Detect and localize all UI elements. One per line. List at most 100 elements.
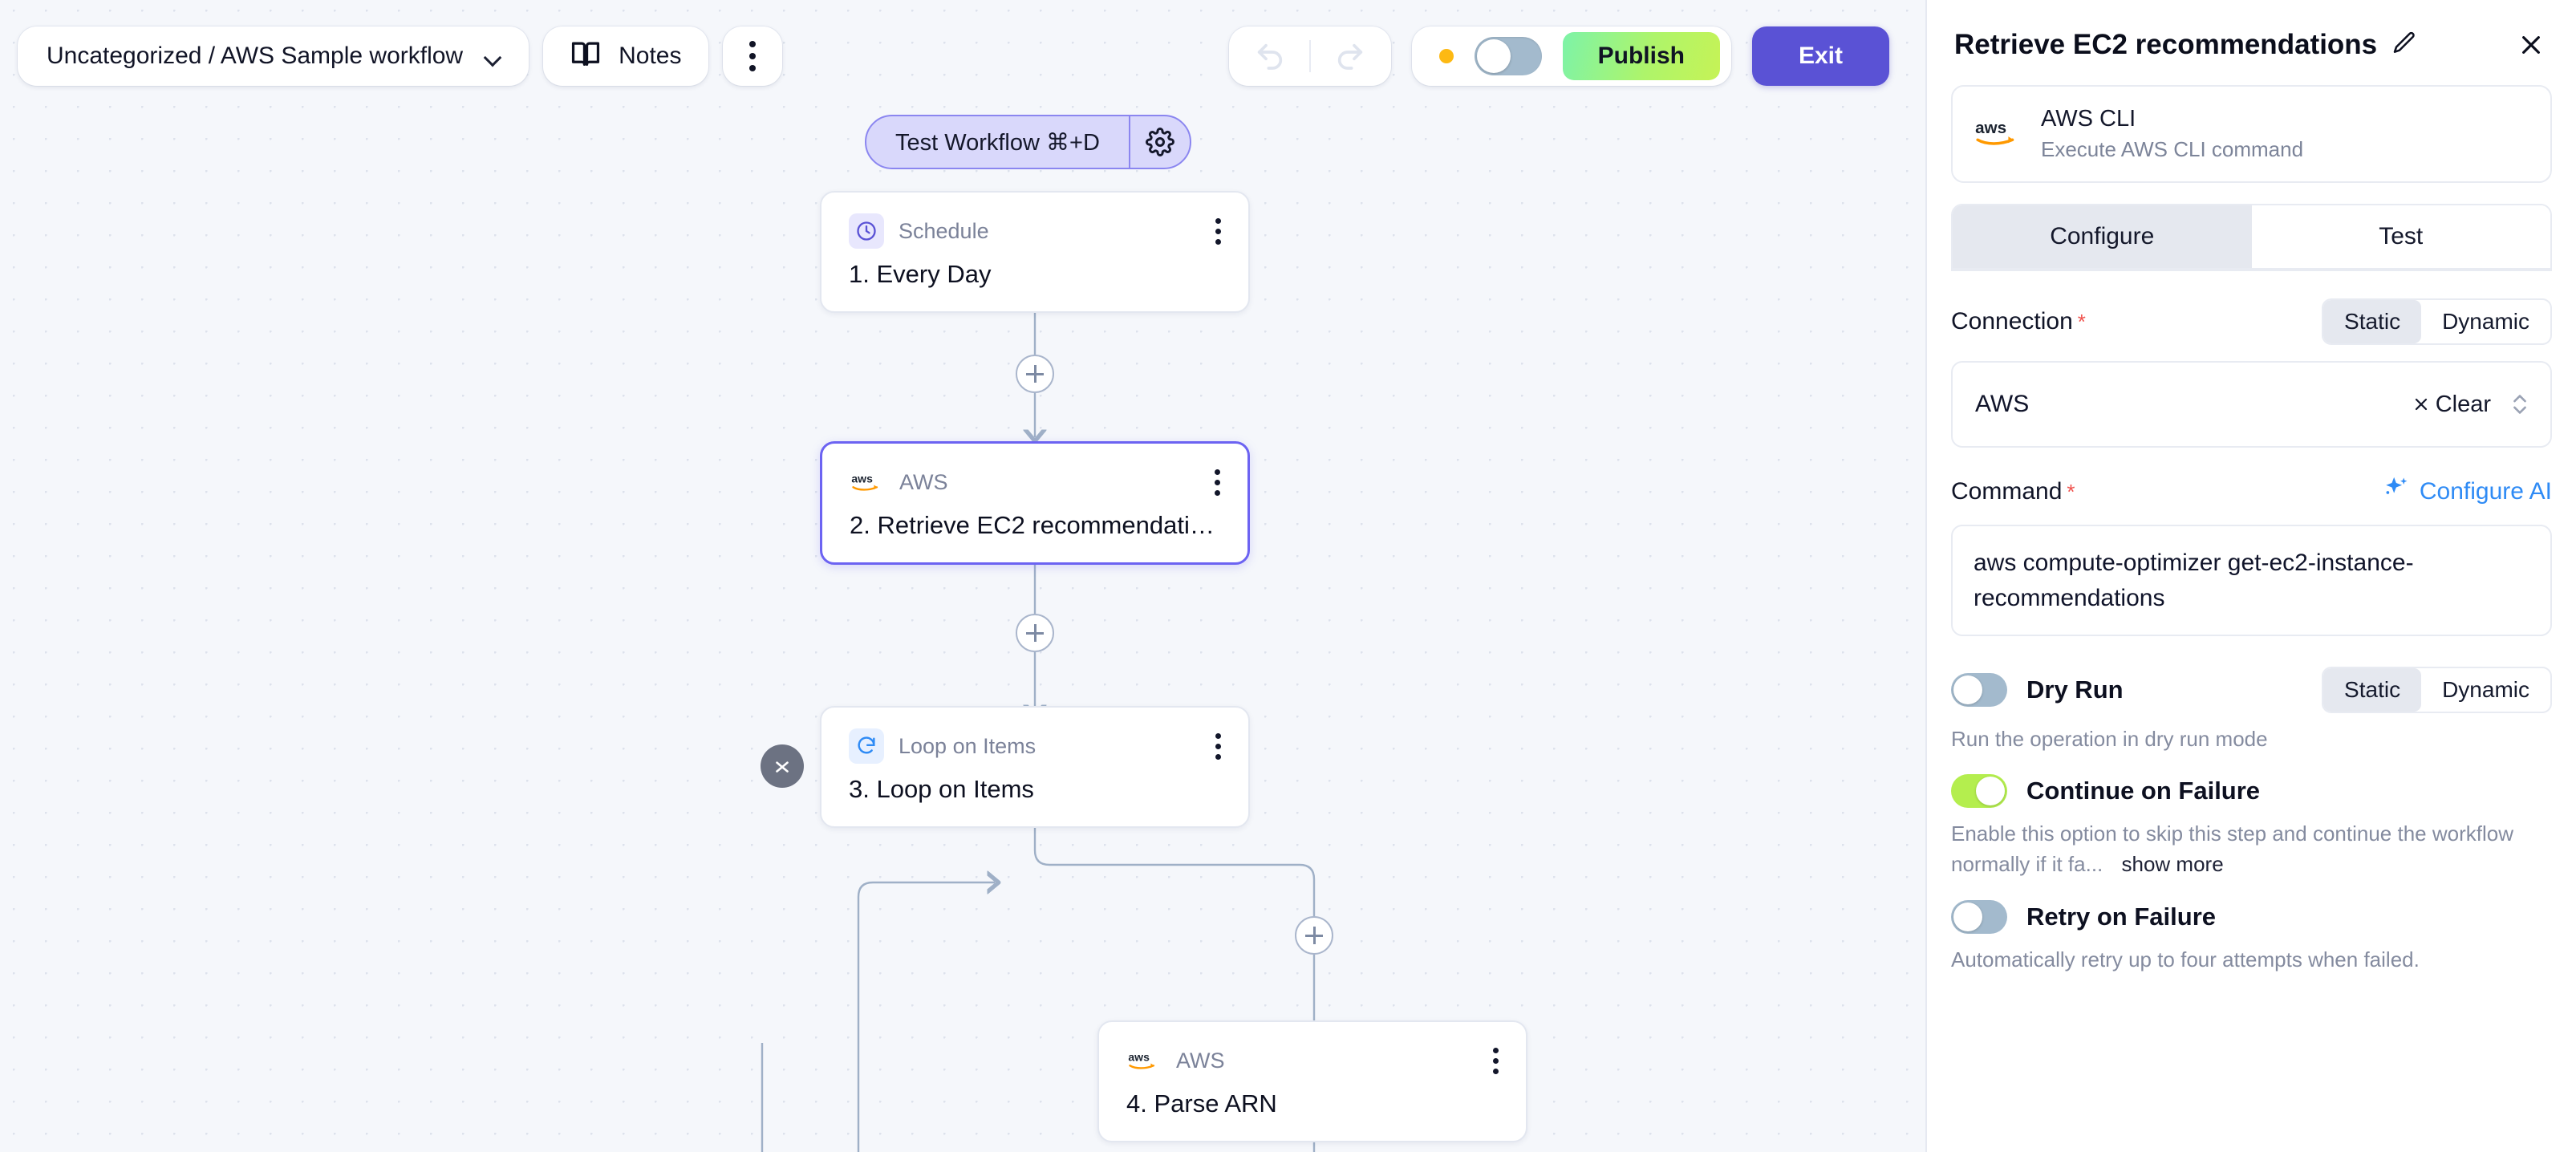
node-menu-button[interactable] (1490, 1045, 1502, 1077)
dry-run-label: Dry Run (2026, 675, 2124, 704)
add-step-button[interactable] (1295, 916, 1333, 955)
step-config-panel: Retrieve EC2 recommendations aws (1925, 0, 2576, 1152)
command-input[interactable]: aws compute-optimizer get-ec2-instance-r… (1951, 525, 2552, 637)
integration-name: AWS CLI (2041, 106, 2136, 132)
svg-text:aws: aws (1128, 1051, 1150, 1064)
clock-icon (849, 213, 884, 249)
connection-mode-static[interactable]: Static (2323, 300, 2422, 344)
connection-value: AWS (1975, 391, 2030, 418)
show-more-link[interactable]: show more (2121, 851, 2224, 876)
workflow-active-toggle[interactable] (1474, 37, 1542, 75)
test-button-divider (1128, 116, 1130, 168)
aws-logo-icon: aws (1974, 116, 2023, 153)
panel-tabs: Configure Test (1951, 204, 2552, 270)
node-type-label: Loop on Items (899, 733, 1036, 758)
dry-run-toggle[interactable] (1951, 673, 2007, 708)
workflow-name-label: Uncategorized / AWS Sample workflow (47, 43, 464, 69)
add-step-button[interactable] (1016, 614, 1054, 652)
node-menu-button[interactable] (1212, 730, 1224, 763)
chevron-up-down-icon[interactable] (2512, 391, 2528, 418)
tab-configure[interactable]: Configure (1953, 205, 2252, 269)
aws-logo-icon: aws (1126, 1043, 1162, 1078)
close-small-icon (2415, 399, 2427, 411)
continue-on-failure-row: Continue on Failure (1951, 774, 2552, 809)
add-step-button[interactable] (1016, 355, 1054, 393)
connection-mode-segmented: Static Dynamic (2322, 298, 2552, 346)
workflow-name-dropdown[interactable]: Uncategorized / AWS Sample workflow (18, 26, 529, 86)
retry-on-failure-row: Retry on Failure (1951, 900, 2552, 935)
dry-run-row: Dry Run Static Dynamic (1951, 667, 2552, 714)
node-title: 2. Retrieve EC2 recommendati… (850, 511, 1215, 539)
node-header: Schedule (821, 193, 1248, 249)
dry-run-mode-dynamic[interactable]: Dynamic (2442, 677, 2529, 703)
node-type-label: AWS (1176, 1048, 1225, 1073)
configure-ai-button[interactable]: Configure AI (2383, 475, 2552, 509)
required-marker: * (2077, 309, 2086, 334)
configure-ai-label: Configure AI (2419, 478, 2552, 505)
pencil-icon[interactable] (2391, 30, 2417, 60)
node-menu-button[interactable] (1212, 215, 1224, 248)
panel-header: Retrieve EC2 recommendations (1927, 0, 2576, 63)
retry-on-failure-toggle[interactable] (1951, 900, 2007, 935)
notes-button[interactable]: Notes (543, 26, 709, 86)
page-title: Retrieve EC2 recommendations (1954, 29, 2378, 60)
redo-button[interactable] (1332, 38, 1369, 75)
sparkle-icon (2383, 475, 2410, 509)
required-marker: * (2067, 479, 2075, 504)
retry-on-failure-help: Automatically retry up to four attempts … (1951, 947, 2420, 972)
node-type-label: AWS (899, 469, 948, 494)
svg-text:aws: aws (851, 473, 873, 485)
node-title: 1. Every Day (849, 260, 992, 288)
continue-on-failure-help-text: Enable this option to skip this step and… (1951, 821, 2513, 876)
test-workflow-label: Test Workflow ⌘+D (895, 129, 1100, 156)
workflow-canvas[interactable]: Uncategorized / AWS Sample workflow Note… (0, 0, 1921, 1152)
integration-description: Execute AWS CLI command (2041, 137, 2304, 162)
connection-field-header: Connection * Static Dynamic (1951, 298, 2552, 346)
dry-run-mode-segmented: Static Dynamic (2322, 667, 2552, 714)
command-label: Command (1951, 478, 2063, 505)
workflow-edges (761, 297, 1316, 1152)
continue-on-failure-help: Enable this option to skip this step and… (1951, 819, 2552, 879)
toolbar-divider (1308, 40, 1311, 72)
node-title: 3. Loop on Items (849, 775, 1034, 803)
workflow-node-aws-retrieve-ec2[interactable]: aws AWS 2. Retrieve EC2 recommendati… (820, 441, 1250, 565)
connection-mode-dynamic[interactable]: Dynamic (2442, 309, 2529, 335)
tabs-underline (1951, 270, 2552, 272)
publish-group: Publish (1411, 26, 1731, 86)
workflow-node-loop-on-items[interactable]: Loop on Items 3. Loop on Items (820, 706, 1250, 828)
test-settings-button[interactable] (1130, 116, 1190, 168)
notes-label: Notes (619, 43, 682, 69)
integration-meta: AWS CLI Execute AWS CLI command (2041, 104, 2303, 164)
node-header: aws AWS (822, 444, 1247, 500)
publish-button[interactable]: Publish (1562, 32, 1720, 80)
book-icon (570, 41, 601, 72)
undo-button[interactable] (1251, 38, 1288, 75)
loop-refresh-icon (849, 728, 884, 764)
connection-clear-label: Clear (2435, 391, 2491, 417)
test-workflow-button[interactable]: Test Workflow ⌘+D (865, 115, 1191, 169)
node-header: aws AWS (1099, 1022, 1526, 1078)
connection-clear-button[interactable]: Clear (2412, 391, 2491, 418)
status-dot (1438, 49, 1454, 63)
workflow-more-menu-button[interactable] (723, 26, 783, 86)
workflow-node-schedule[interactable]: Schedule 1. Every Day (820, 191, 1250, 313)
aws-logo-icon: aws (850, 464, 885, 500)
exit-button[interactable]: Exit (1751, 26, 1889, 86)
continue-on-failure-label: Continue on Failure (2026, 777, 2261, 805)
dry-run-help: Run the operation in dry run mode (1951, 727, 2268, 752)
canvas-top-left-toolbar: Uncategorized / AWS Sample workflow Note… (18, 26, 783, 86)
chevron-down-icon (484, 51, 501, 61)
panel-body: Connection * Static Dynamic AWS Clear (1927, 271, 2576, 1152)
retry-on-failure-label: Retry on Failure (2026, 903, 2216, 931)
tab-test[interactable]: Test (2251, 205, 2550, 269)
workflow-node-aws-parse-arn[interactable]: aws AWS 4. Parse ARN (1097, 1020, 1527, 1142)
continue-on-failure-toggle[interactable] (1951, 774, 2007, 809)
node-menu-button[interactable] (1211, 466, 1223, 499)
connection-select[interactable]: AWS Clear (1951, 361, 2552, 448)
dry-run-mode-static[interactable]: Static (2323, 668, 2422, 712)
collapse-chevrons-icon[interactable] (761, 744, 804, 788)
integration-card: aws AWS CLI Execute AWS CLI command (1951, 85, 2552, 184)
close-icon[interactable] (2513, 27, 2549, 63)
node-header: Loop on Items (821, 708, 1248, 764)
canvas-top-right-toolbar: Publish Exit (1228, 26, 1889, 86)
